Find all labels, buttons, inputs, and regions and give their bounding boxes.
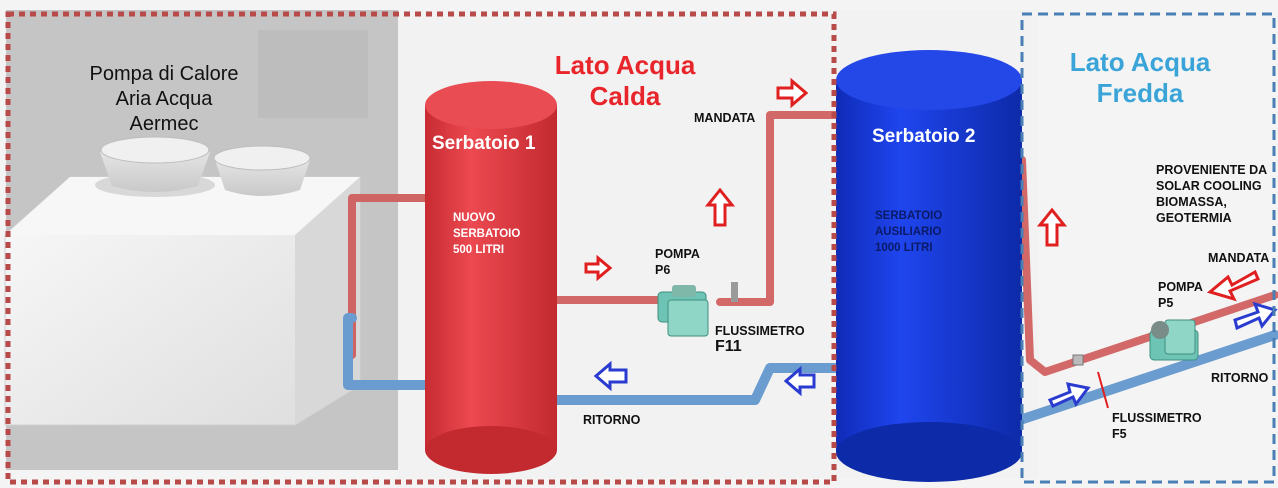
pipes-heat-pump xyxy=(343,194,435,390)
flowmeter-f5-line2: F5 xyxy=(1112,427,1127,441)
tank1-desc-line2: SERBATOIO xyxy=(453,228,521,240)
flowmeter-f5-line1: FLUSSIMETRO xyxy=(1112,411,1202,425)
tank2-desc-line3: 1000 LITRI xyxy=(875,242,933,254)
arrow-right-cold-bottom xyxy=(1047,382,1091,408)
cold-side-title: Lato Acqua Fredda xyxy=(1055,47,1225,109)
tank1-description: NUOVO SERBATOIO 500 LITRI xyxy=(453,210,520,258)
cold-side-line2: Fredda xyxy=(1096,78,1184,108)
label-flowmeter-f11: FLUSSIMETRO F11 xyxy=(715,323,805,355)
tank1-title: Serbatoio 1 xyxy=(432,133,536,154)
cold-side-frame xyxy=(1020,12,1276,484)
pump-p6-line1: POMPA xyxy=(655,247,700,261)
source-line3: BIOMASSA, xyxy=(1156,195,1227,209)
hot-side-line2: Calda xyxy=(589,81,661,111)
pump-p5-line2: P5 xyxy=(1158,296,1174,310)
pipes-hot-side xyxy=(550,111,843,405)
source-line4: GEOTERMIA xyxy=(1156,211,1232,225)
pump-p6 xyxy=(657,282,738,337)
tank2-description: SERBATOIO AUSILIARIO 1000 LITRI xyxy=(875,208,942,256)
label-flowmeter-f5: FLUSSIMETRO F5 xyxy=(1112,410,1202,442)
arrow-left-hot-mandata xyxy=(1206,269,1260,302)
arrow-right-hot-top xyxy=(776,77,809,109)
label-ritorno-left: RITORNO xyxy=(583,413,641,427)
heat-pump-label: Pompa di Calore Aria Acqua Aermec xyxy=(64,62,264,137)
tank2-desc-line1: SERBATOIO xyxy=(875,210,943,222)
hot-side-frame xyxy=(5,11,837,485)
label-mandata-left: MANDATA xyxy=(694,111,756,125)
arrow-right-hot-tank1 xyxy=(584,254,613,282)
cold-side-line1: Lato Acqua xyxy=(1069,47,1211,77)
tank2-desc-line2: AUSILIARIO xyxy=(875,226,942,238)
source-line1: PROVENIENTE DA xyxy=(1156,163,1268,177)
pump-p5 xyxy=(1072,319,1199,366)
pump-p5-line1: POMPA xyxy=(1158,280,1203,294)
heat-pump-line1: Pompa di Calore xyxy=(89,63,239,85)
hot-side-title: Lato Acqua Calda xyxy=(540,50,710,112)
grey-patch xyxy=(258,30,368,118)
tank-2 xyxy=(836,50,1022,482)
source-line2: SOLAR COOLING xyxy=(1156,179,1262,193)
arrow-left-cold-a xyxy=(593,360,628,392)
flow-arrows xyxy=(584,77,1278,408)
label-pump-p5: POMPA P5 xyxy=(1158,279,1203,311)
label-ritorno-right: RITORNO xyxy=(1211,371,1269,385)
label-mandata-right: MANDATA xyxy=(1208,251,1270,265)
arrow-up-hot-right xyxy=(1036,207,1068,247)
label-source: PROVENIENTE DA SOLAR COOLING BIOMASSA, G… xyxy=(1156,162,1267,226)
arrow-right-cold-ritorno xyxy=(1233,301,1278,331)
heat-pump-line3: Aermec xyxy=(129,113,199,135)
flowmeter-f11-line1: FLUSSIMETRO xyxy=(715,324,805,338)
label-pump-p6: POMPA P6 xyxy=(655,246,700,278)
pump-p6-line2: P6 xyxy=(655,263,671,277)
tank1-desc-line1: NUOVO xyxy=(453,212,496,224)
flowmeter-f11-line2: F11 xyxy=(715,338,742,355)
hot-side-line1: Lato Acqua xyxy=(554,50,696,80)
heat-pump-unit xyxy=(4,136,361,426)
tank-1 xyxy=(425,81,557,474)
flowmeter-f5-marker xyxy=(1097,371,1109,409)
heat-pump-line2: Aria Acqua xyxy=(115,88,213,110)
tank1-desc-line3: 500 LITRI xyxy=(453,244,505,256)
arrow-up-hot-left xyxy=(704,187,736,227)
arrow-left-cold-b xyxy=(783,365,816,397)
tank2-title: Serbatoio 2 xyxy=(872,126,976,147)
